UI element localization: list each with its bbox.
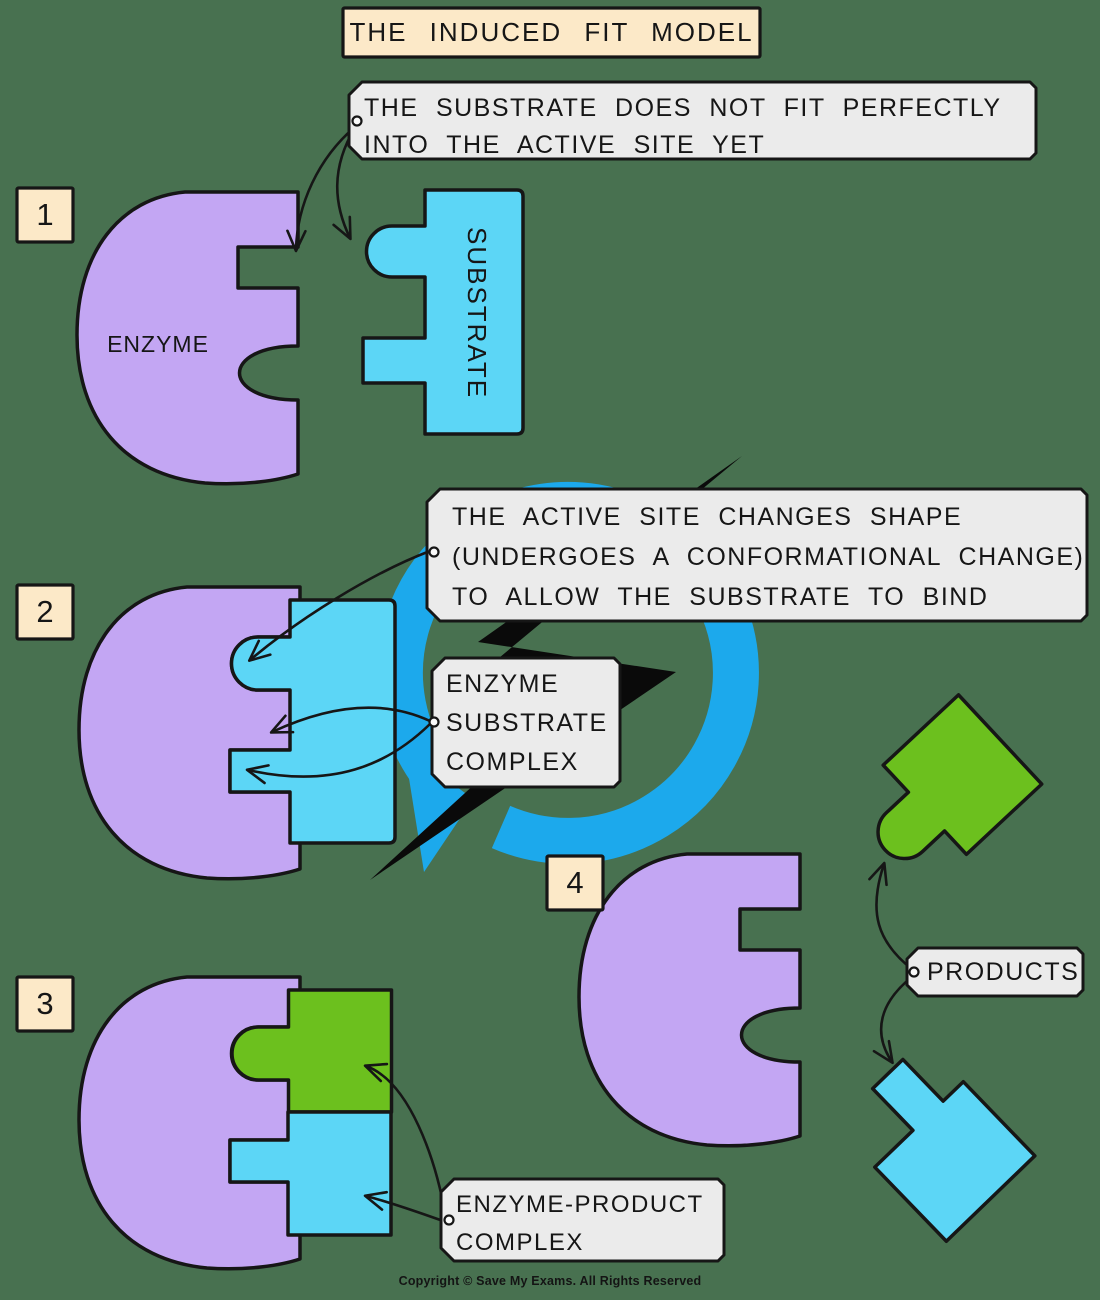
pointer-arrow-es-lower bbox=[245, 722, 432, 785]
enzyme-shape-label: ENZYME bbox=[107, 331, 209, 357]
step-badge-2-box bbox=[15, 583, 75, 641]
label-active-site-change: THE ACTIVE SITE CHANGES SHAPE (UNDERGOES… bbox=[452, 497, 1084, 617]
enzyme-shape-step4 bbox=[577, 852, 802, 1148]
copyright-notice: Copyright © Save My Exams. All Rights Re… bbox=[398, 1274, 702, 1288]
title-box bbox=[341, 6, 762, 59]
tag-hole-icon bbox=[908, 966, 920, 978]
label-line: ENZYME bbox=[446, 670, 560, 698]
tag-hole-icon bbox=[428, 546, 440, 558]
step-badge-2: 2 bbox=[36, 594, 54, 629]
tag-boxes bbox=[347, 80, 1089, 1263]
step-badge-3: 3 bbox=[36, 986, 54, 1021]
step-badge-1-box bbox=[15, 186, 75, 244]
tag-hole-icon bbox=[443, 1214, 455, 1226]
tag-box-ep-complex bbox=[439, 1177, 726, 1263]
step-badge-4: 4 bbox=[566, 865, 584, 900]
enzyme-shape-step3 bbox=[77, 975, 302, 1271]
label-es-complex: ENZYME SUBSTRATE COMPLEX bbox=[446, 665, 608, 782]
pointer-arrow-to-active-site bbox=[286, 124, 358, 253]
pointer-arrow-to-green-product bbox=[868, 861, 915, 972]
label-line: TO ALLOW THE SUBSTRATE TO BIND bbox=[452, 583, 989, 611]
tag-hole-icon bbox=[351, 115, 363, 127]
tag-box-active-site-change bbox=[425, 487, 1089, 623]
page-title: THE INDUCED FIT MODEL bbox=[349, 17, 754, 47]
label-products: PRODUCTS bbox=[927, 957, 1080, 986]
substrate-shape-step1 bbox=[361, 188, 525, 436]
pointer-arrow-es-upper bbox=[269, 706, 432, 734]
product-green-shape-step4 bbox=[840, 693, 1044, 895]
enzyme-shape-step2 bbox=[77, 585, 302, 881]
label-line: COMPLEX bbox=[456, 1229, 584, 1256]
label-line: THE ACTIVE SITE CHANGES SHAPE bbox=[452, 503, 963, 531]
tag-box-substrate-fit bbox=[347, 80, 1038, 161]
tag-holes bbox=[351, 115, 920, 1226]
label-line: THE SUBSTRATE DOES NOT FIT PERFECTLY bbox=[364, 94, 1002, 122]
label-line: ENZYME-PRODUCT bbox=[456, 1191, 704, 1218]
product-cyan-shape-step4 bbox=[832, 1038, 1037, 1244]
substrate-shape-label: SUBSTRATE bbox=[462, 227, 492, 400]
label-line: INTO THE ACTIVE SITE YET bbox=[364, 131, 766, 159]
label-ep-complex: ENZYME-PRODUCT COMPLEX bbox=[456, 1186, 704, 1262]
label-line: COMPLEX bbox=[446, 748, 579, 776]
label-substrate-fit: THE SUBSTRATE DOES NOT FIT PERFECTLY INT… bbox=[364, 90, 1002, 164]
step-badge-1: 1 bbox=[36, 197, 54, 232]
label-line: (UNDERGOES A CONFORMATIONAL CHANGE) bbox=[452, 543, 1085, 571]
tag-box-es-complex bbox=[430, 656, 622, 789]
tag-hole-icon bbox=[428, 716, 440, 728]
step-badge-4-box bbox=[545, 854, 605, 912]
label-line: SUBSTRATE bbox=[446, 709, 608, 737]
pointer-arrow-to-cyan-product bbox=[872, 974, 915, 1065]
pointer-arrow-to-changed-site bbox=[247, 549, 432, 662]
cream-boxes bbox=[15, 6, 762, 1033]
tag-box-products bbox=[905, 946, 1085, 998]
step-badge-3-box bbox=[15, 975, 75, 1033]
pointer-arrow-ep-lower bbox=[363, 1190, 448, 1224]
annotation-arrows bbox=[245, 124, 915, 1224]
